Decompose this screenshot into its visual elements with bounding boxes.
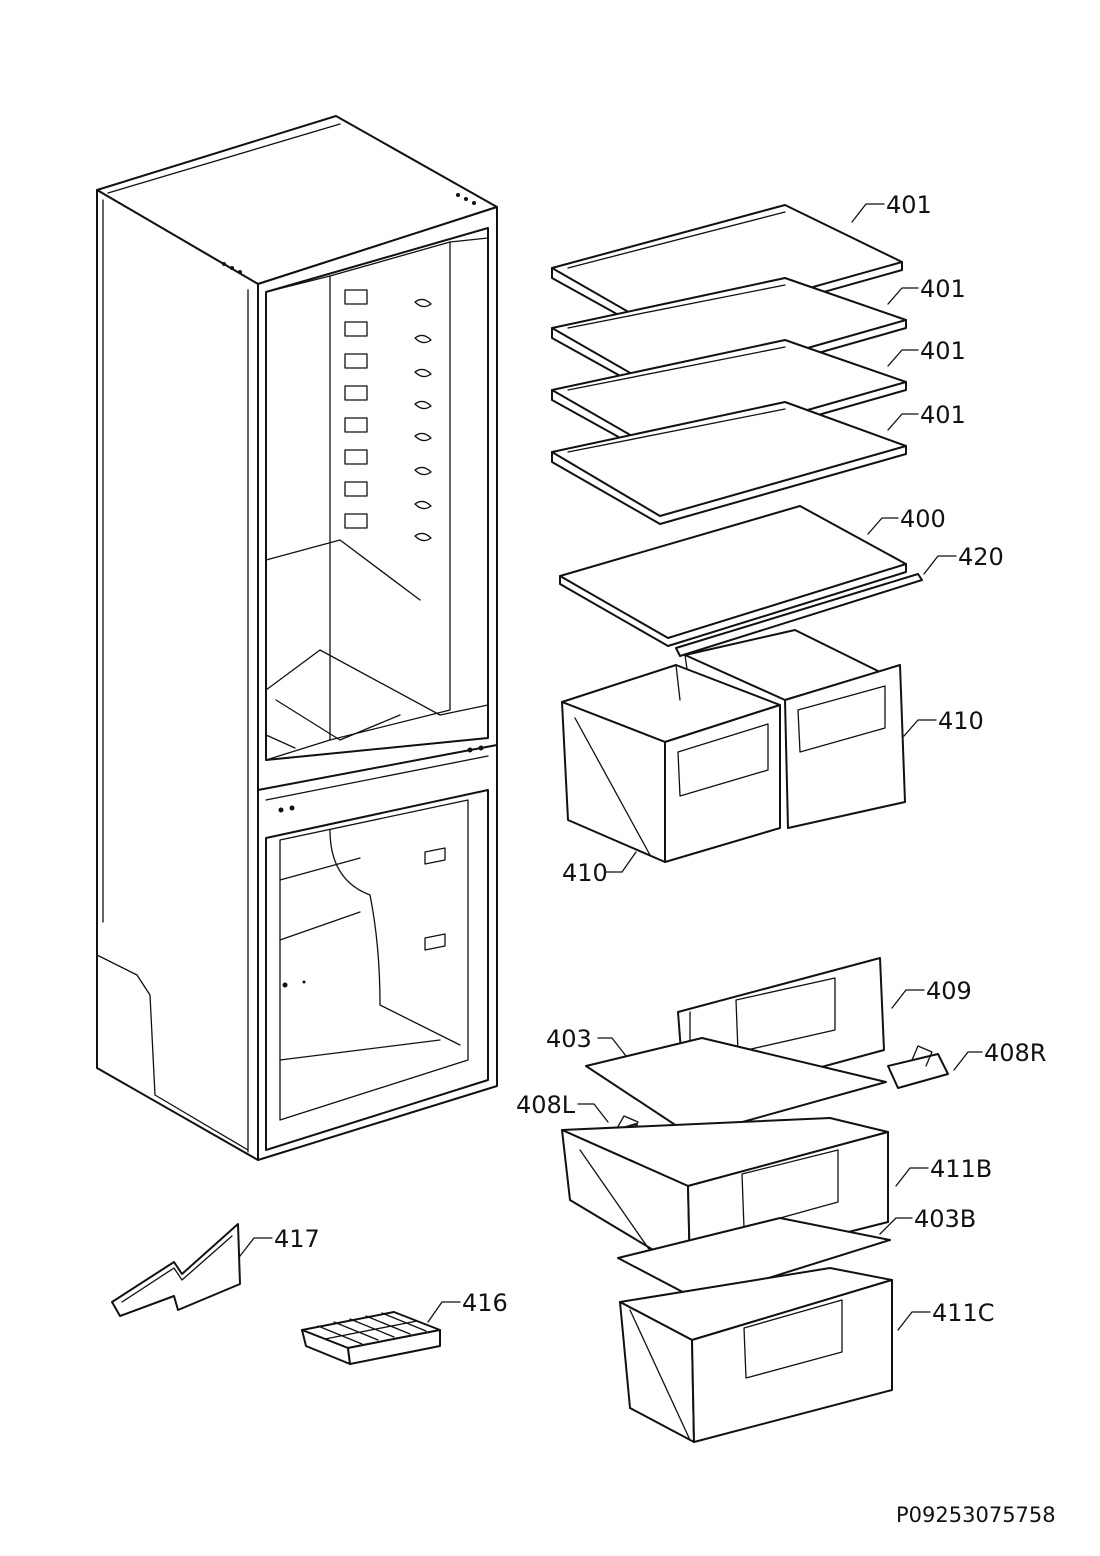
- label-crisper-right: 410: [938, 707, 984, 735]
- glass-shelf-1: [551, 204, 903, 339]
- label-shelf-2: 401: [920, 275, 966, 303]
- shelf-support-rails: [344, 289, 432, 542]
- label-ice-scraper: 417: [274, 1225, 320, 1253]
- leader-lines: [239, 203, 983, 1331]
- label-shelf-3: 401: [920, 337, 966, 365]
- label-drawer-front: 409: [926, 977, 972, 1005]
- label-shelf-4: 401: [920, 401, 966, 429]
- label-crisper-left: 410: [562, 859, 608, 887]
- label-drawer-c: 411C: [932, 1299, 995, 1327]
- label-drawer-b-glass: 403B: [914, 1205, 976, 1233]
- drawer-slide-right: [887, 1045, 949, 1089]
- ice-cube-tray: [301, 1311, 441, 1365]
- label-trim: 420: [958, 543, 1004, 571]
- ice-scraper: [111, 1223, 241, 1317]
- part-labels: 401 401 401 401 400 420 410 410 409 403 …: [274, 191, 1046, 1327]
- glass-shelf-4: [551, 401, 907, 525]
- label-ice-tray: 416: [462, 1289, 508, 1317]
- label-slide-right: 408R: [984, 1039, 1046, 1067]
- label-shelf-1: 401: [886, 191, 932, 219]
- drawing-number: P09253075758: [896, 1503, 1056, 1527]
- freezer-drawer-c: [619, 1267, 893, 1443]
- crisper-drawer-right: [684, 629, 906, 829]
- label-slide-left: 408L: [516, 1091, 576, 1119]
- refrigerator-cabinet: [96, 115, 498, 1161]
- crisper-glass-cover: [559, 505, 907, 647]
- label-glass-cover: 400: [900, 505, 946, 533]
- label-drawer-b: 411B: [930, 1155, 992, 1183]
- freezer-glass-plate-b: [617, 1217, 891, 1301]
- cover-trim-strip: [675, 573, 923, 657]
- crisper-drawer-left: [561, 664, 781, 863]
- label-drawer-glass: 403: [546, 1025, 592, 1053]
- freezer-glass-plate: [585, 1037, 887, 1137]
